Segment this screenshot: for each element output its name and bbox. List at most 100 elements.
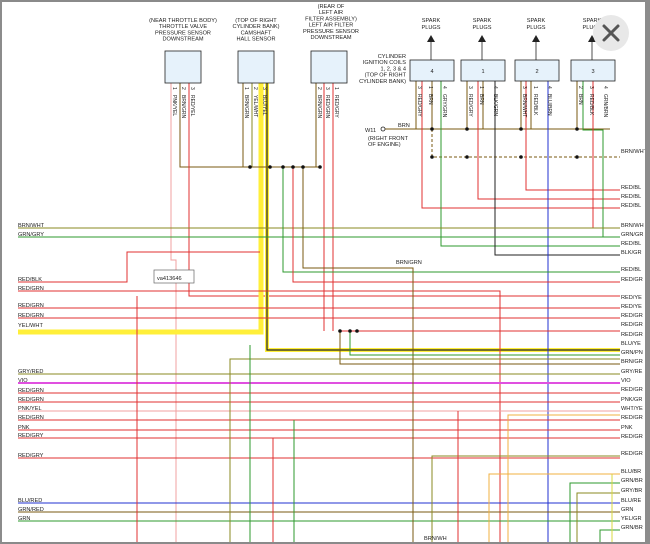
- coil-number: 3: [591, 69, 594, 75]
- ground-terminal-icon: [380, 126, 386, 132]
- spark-plug-label: SPARK: [527, 18, 546, 24]
- bottom-wire-label: BRN/WH: [424, 536, 447, 542]
- coil-group-label: IGNITION COILS: [363, 60, 406, 66]
- wire-mid-4: [339, 331, 620, 365]
- labels: (NEAR THROTTLE BODY)THROTTLE VALVE PRESSU…: [18, 4, 648, 542]
- coil-4-box: [409, 59, 455, 82]
- pin-number: 3: [588, 86, 594, 89]
- pin-wire-label: BRN/GRN: [316, 95, 322, 118]
- left-wire-label: GRN/GRY: [18, 232, 44, 238]
- right-wire-label: GRN: [621, 507, 633, 513]
- right-wire-label: RED/BL: [621, 185, 641, 191]
- sensor-airfilter-desc: DOWNSTREAM: [310, 35, 351, 41]
- pin-number: 1: [427, 86, 433, 89]
- wire-cam-bluyel-core: [266, 83, 620, 351]
- wire-mid-17: [599, 529, 620, 544]
- right-wire-label: YEL/GR: [621, 516, 642, 522]
- wire-mid-7: [229, 358, 620, 544]
- wire-cam-bluyel-thick: [265, 83, 620, 352]
- wire-mid-14: [569, 482, 620, 544]
- splice-dot: [519, 127, 523, 131]
- wire-mid-3: [302, 167, 414, 544]
- sensor-camshaft-desc: HALL SENSOR: [237, 37, 276, 43]
- ground-desc: OF ENGINE): [368, 142, 401, 148]
- pin-wire-label: BLU/BRN: [546, 94, 552, 116]
- left-wire-label: RED/GRN: [18, 286, 44, 292]
- sensor-airfilter-desc: LEFT AIR FILTER: [309, 23, 354, 29]
- components: [153, 35, 616, 333]
- wire-coil1-redgry: [477, 81, 620, 200]
- right-wire-label: GRY/BR: [621, 488, 642, 494]
- right-wire-label: RED/GR: [621, 332, 643, 338]
- left-wire-label: BLU/RED: [18, 498, 42, 504]
- right-wire-label: BLU/YE: [621, 341, 641, 347]
- close-button[interactable]: [593, 15, 629, 51]
- spark-plug-label: PLUGS: [422, 25, 441, 31]
- pin-number: 2: [577, 86, 583, 89]
- wire-mid-13: [488, 473, 620, 544]
- right-wire-label: RED/GR: [621, 313, 643, 319]
- right-wire-label: RED/BL: [621, 194, 641, 200]
- wire-coil1-blkgrn: [494, 81, 620, 256]
- right-wire-label: RED/GR: [621, 277, 643, 283]
- pin-wire-label: YEL/WHT: [252, 95, 258, 117]
- spark-plug-label: PLUGS: [583, 25, 602, 31]
- right-wire-label: PNK: [621, 425, 633, 431]
- spark-plug-arrow-icon: [478, 35, 486, 42]
- pin-number: 2: [180, 87, 186, 90]
- pin-wire-label: GRY/GRN: [441, 94, 447, 118]
- splice-dot: [248, 165, 252, 169]
- pin-number: 1: [171, 87, 177, 90]
- left-wire-label: RED/BLK: [18, 277, 42, 283]
- close-icon: [602, 24, 620, 42]
- sensor-throttle-desc: THROTTLE VALVE: [159, 24, 208, 30]
- right-border: [645, 0, 650, 544]
- sensor-airfilter-desc: PRESSURE SENSOR: [303, 29, 359, 35]
- pin-wire-label: BRN: [427, 94, 433, 105]
- wire-throttle-pnkyel: [170, 83, 177, 544]
- splice-dot: [575, 155, 579, 159]
- splice-dot: [465, 127, 469, 131]
- left-wire-label: GRN: [18, 516, 30, 522]
- splice-dot: [291, 165, 295, 169]
- sensor-camshaft-desc: CYLINDER BANK): [233, 24, 280, 30]
- wire-mid-15: [576, 492, 620, 544]
- sensor-throttle-desc: (NEAR THROTTLE BODY): [149, 18, 217, 24]
- wire-mid-16: [507, 414, 620, 544]
- coil-1-box: [460, 59, 506, 82]
- left-wire-label: RED/GRN: [18, 303, 44, 309]
- left-wire-label: RED/GRY: [18, 453, 44, 459]
- sensor-camshaft-box: [237, 50, 275, 84]
- spark-plug-label: SPARK: [583, 18, 602, 24]
- pin-number: 2: [316, 87, 322, 90]
- splice-dot: [301, 165, 305, 169]
- sensor-airfilter-desc: LEFT AIR: [319, 10, 343, 16]
- right-wire-label: WHT/YE: [621, 406, 643, 412]
- splice-dot: [318, 165, 322, 169]
- spark-plug-label: SPARK: [422, 18, 441, 24]
- wire-mid-5: [349, 331, 620, 356]
- pin-number: 2: [252, 87, 258, 90]
- wire-throttle-redyel: [188, 83, 620, 297]
- pin-number: 3: [521, 86, 527, 89]
- left-wire-label: PNK: [18, 425, 30, 431]
- left-border: [0, 0, 2, 544]
- wire-throttle-brngrn: [179, 83, 250, 168]
- right-wire-label: RED/GR: [621, 434, 643, 440]
- splice-dot: [465, 155, 469, 159]
- pin-wire-label: PNK/YEL: [171, 95, 177, 116]
- coil-3-box: [570, 59, 616, 82]
- pin-wire-label: BRN/GRN: [180, 95, 186, 118]
- watermark-box: [153, 269, 195, 284]
- splice-dot: [338, 329, 342, 333]
- wires: [18, 81, 620, 544]
- pin-wire-label: RED/GRY: [333, 95, 339, 118]
- pin-number: 3: [324, 87, 330, 90]
- wire-coil4-redgry: [421, 81, 620, 209]
- pin-number: 1: [333, 87, 339, 90]
- right-wire-label: RED/BL: [621, 203, 641, 209]
- pin-wire-label: RED/BLK: [588, 94, 594, 116]
- pin-number: 4: [492, 86, 498, 89]
- right-wire-label: RED/YE: [621, 304, 642, 310]
